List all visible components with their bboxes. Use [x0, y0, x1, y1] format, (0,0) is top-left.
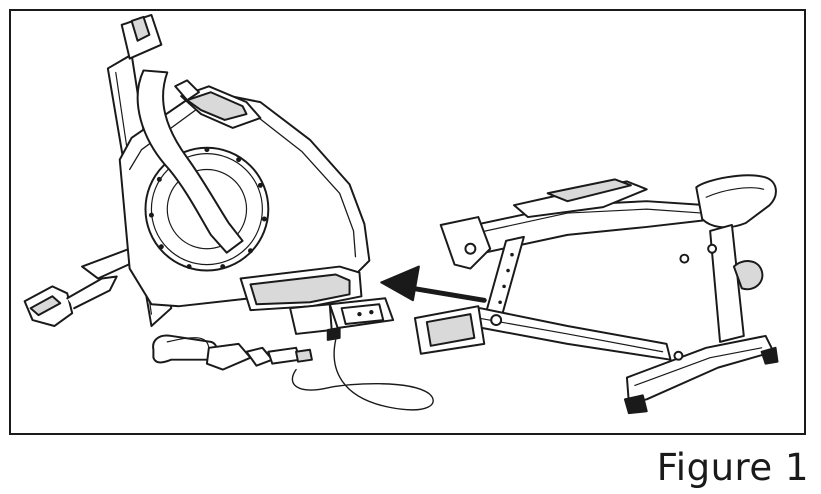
insertion-arrow — [380, 265, 487, 303]
figure-caption: Figure 1 — [656, 446, 809, 489]
rear-frame-assembly — [413, 174, 779, 415]
front-foot — [289, 303, 333, 335]
connection-cable — [291, 339, 434, 411]
loose-crank-arm — [152, 334, 313, 371]
seat-cushion — [695, 174, 777, 229]
rail-hook-plate — [439, 216, 492, 270]
rear-upright — [709, 223, 745, 343]
front-frame-assembly — [23, 13, 395, 341]
figure-frame — [9, 9, 806, 435]
handlebar-tube — [136, 69, 244, 254]
rear-stabilizer-foot — [23, 247, 143, 328]
front-receiver-bracket — [239, 265, 395, 329]
flywheel-bolts — [148, 147, 267, 270]
adjustment-knob — [732, 260, 764, 291]
assembly-illustration — [23, 13, 779, 415]
